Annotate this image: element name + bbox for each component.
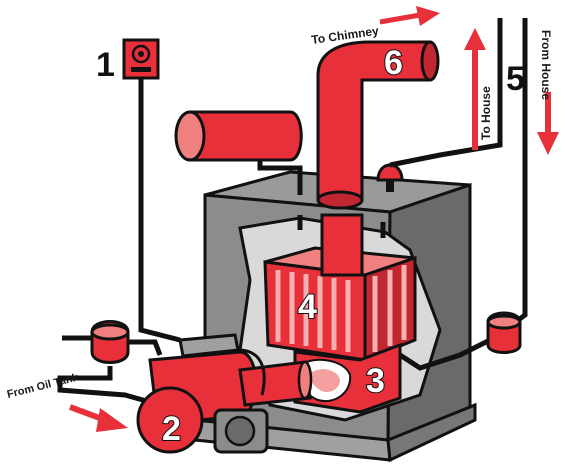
oil-filter	[57, 320, 163, 405]
from-house-label: From House	[539, 30, 553, 100]
combustion-chamber	[293, 342, 402, 414]
arrow-icon	[537, 92, 559, 155]
callout-flue: 6	[384, 44, 403, 82]
arrow-icon	[464, 28, 486, 150]
flame-icon	[298, 358, 352, 403]
callout-water-pipes: 5	[506, 60, 525, 98]
from-oil-tank-label: From Oil Tank	[6, 371, 81, 401]
callout-combustion-chamber: 3	[366, 362, 385, 400]
callout-heat-exchanger: 4	[298, 288, 317, 326]
thermostat	[122, 38, 181, 343]
expansion-tank	[174, 110, 303, 195]
flow-arrows	[68, 6, 559, 432]
exchanger-fins	[275, 265, 407, 352]
arrow-icon	[379, 6, 440, 26]
callout-burner: 2	[162, 410, 181, 448]
heat-exchanger	[263, 246, 417, 363]
circulator-pump	[486, 311, 522, 354]
oil-burner	[136, 333, 313, 454]
thermostat-icon	[122, 38, 160, 80]
arrow-icon	[68, 404, 128, 432]
to-house-label: To House	[479, 86, 493, 140]
callout-thermostat: 1	[96, 46, 115, 84]
flue-pipe	[316, 40, 440, 277]
